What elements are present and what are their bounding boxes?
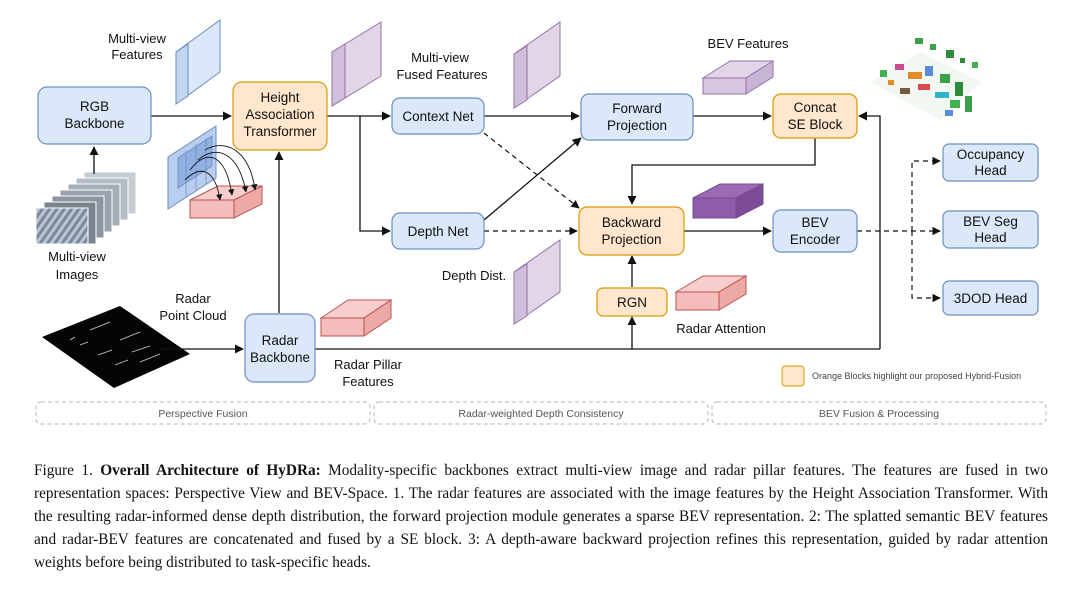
figure-caption: Figure 1. Overall Architecture of HyDRa:…	[34, 459, 1048, 574]
backward-projection-label-2: Projection	[601, 232, 661, 247]
context-net-box: Context Net	[391, 97, 485, 135]
det-head-box: 3DOD Head	[942, 280, 1039, 316]
concat-se-box: Concat SE Block	[772, 93, 858, 139]
caption-prefix: Figure 1.	[34, 462, 101, 479]
bev-encoder-label-2: Encoder	[790, 232, 841, 247]
radar-point-cloud-image	[42, 306, 190, 388]
hat-label-1: Height	[260, 90, 299, 105]
depth-dist-label: Depth Dist.	[442, 268, 506, 283]
edge-encoder-det	[911, 231, 941, 303]
bev-features-tensor	[701, 60, 775, 95]
radar-pillar-tensor	[319, 299, 393, 337]
dashed-connections	[483, 132, 941, 303]
radar-attention-tensor	[674, 275, 748, 311]
edge-context-backward	[483, 132, 580, 209]
rgn-box: RGN	[596, 287, 668, 317]
radar-backbone-label-1: Radar	[262, 333, 299, 348]
depth-net-box: Depth Net	[391, 212, 485, 250]
radar-attention-label: Radar Attention	[676, 321, 766, 336]
multiview-features-tensor	[175, 19, 221, 105]
architecture-diagram: RGB Backbone Height Association Transfor…	[35, 19, 1047, 425]
concat-se-label-1: Concat	[794, 100, 837, 115]
bev-encoder-box: BEV Encoder	[772, 209, 858, 253]
legend: Orange Blocks highlight our proposed Hyb…	[781, 365, 1021, 387]
concat-se-label-2: SE Block	[788, 117, 843, 132]
fused-features-tensor-1	[331, 21, 382, 107]
radar-pillar-label-1: Radar Pillar	[334, 357, 403, 372]
stage-perspective-fusion: Perspective Fusion	[158, 408, 247, 420]
hat-box: Height Association Transformer	[232, 81, 328, 151]
bev-features-label: BEV Features	[708, 36, 789, 51]
backward-projection-box: Backward Projection	[578, 206, 685, 256]
stage-bands: Perspective Fusion Radar-weighted Depth …	[35, 401, 1047, 425]
radar-backbone-box: Radar Backbone	[244, 313, 316, 383]
stage-depth-consistency: Radar-weighted Depth Consistency	[458, 408, 624, 420]
hat-label-2: Association	[245, 107, 314, 122]
caption-body: Modality-specific backbones extract mult…	[34, 462, 1048, 571]
multiview-features-label-1: Multi-view	[108, 31, 166, 46]
edge-encoder-occ	[911, 156, 941, 231]
rgb-backbone-box: RGB Backbone	[37, 86, 152, 145]
forward-projection-label-2: Projection	[607, 118, 667, 133]
multiview-features-label-2: Features	[111, 47, 163, 62]
fused-features-label-2: Fused Features	[396, 67, 488, 82]
bev-encoder-label-1: BEV	[801, 215, 828, 230]
multiview-images-label-1: Multi-view	[48, 249, 106, 264]
edge-radar-concat	[858, 111, 881, 349]
connections	[89, 111, 881, 354]
backward-projection-label-1: Backward	[602, 215, 661, 230]
context-net-label: Context Net	[402, 109, 474, 124]
forward-projection-label-1: Forward	[612, 101, 662, 116]
refined-bev-tensor	[692, 183, 764, 219]
det-head-label: 3DOD Head	[954, 291, 1028, 306]
occupancy-head-label-2: Head	[974, 163, 1006, 178]
fused-features-label-1: Multi-view	[411, 50, 469, 65]
bev-seg-head-box: BEV Seg Head	[942, 210, 1039, 249]
height-association-illustration	[167, 125, 263, 219]
legend-swatch	[781, 365, 805, 387]
hat-label-3: Transformer	[243, 124, 317, 139]
rgb-backbone-label-1: RGB	[80, 99, 109, 114]
forward-projection-box: Forward Projection	[580, 93, 694, 141]
occupancy-visualization	[870, 38, 982, 120]
legend-text: Orange Blocks highlight our proposed Hyb…	[812, 371, 1021, 381]
rgb-backbone-label-2: Backbone	[64, 116, 124, 131]
rgn-label: RGN	[617, 295, 647, 310]
edge-hat-depth	[359, 116, 391, 236]
radar-point-cloud-label-2: Point Cloud	[159, 308, 226, 323]
edge-concat-backward	[627, 138, 816, 205]
occupancy-head-label-1: Occupancy	[957, 147, 1025, 162]
radar-pillar-label-2: Features	[342, 374, 394, 389]
edge-depth-forward	[483, 137, 582, 221]
bev-seg-head-label-2: Head	[974, 230, 1006, 245]
multiview-images-stack	[35, 171, 137, 245]
occupancy-head-box: Occupancy Head	[942, 143, 1039, 182]
fused-features-tensor-2	[513, 21, 561, 109]
stage-bev-fusion: BEV Fusion & Processing	[819, 408, 939, 420]
caption-title: Overall Architecture of HyDRa:	[100, 462, 321, 479]
radar-backbone-label-2: Backbone	[250, 350, 310, 365]
depth-distribution-tensor	[513, 239, 561, 325]
multiview-images-label-2: Images	[56, 267, 99, 282]
depth-net-label: Depth Net	[408, 224, 469, 239]
bev-seg-head-label-1: BEV Seg	[963, 214, 1018, 229]
radar-point-cloud-label-1: Radar	[175, 291, 211, 306]
